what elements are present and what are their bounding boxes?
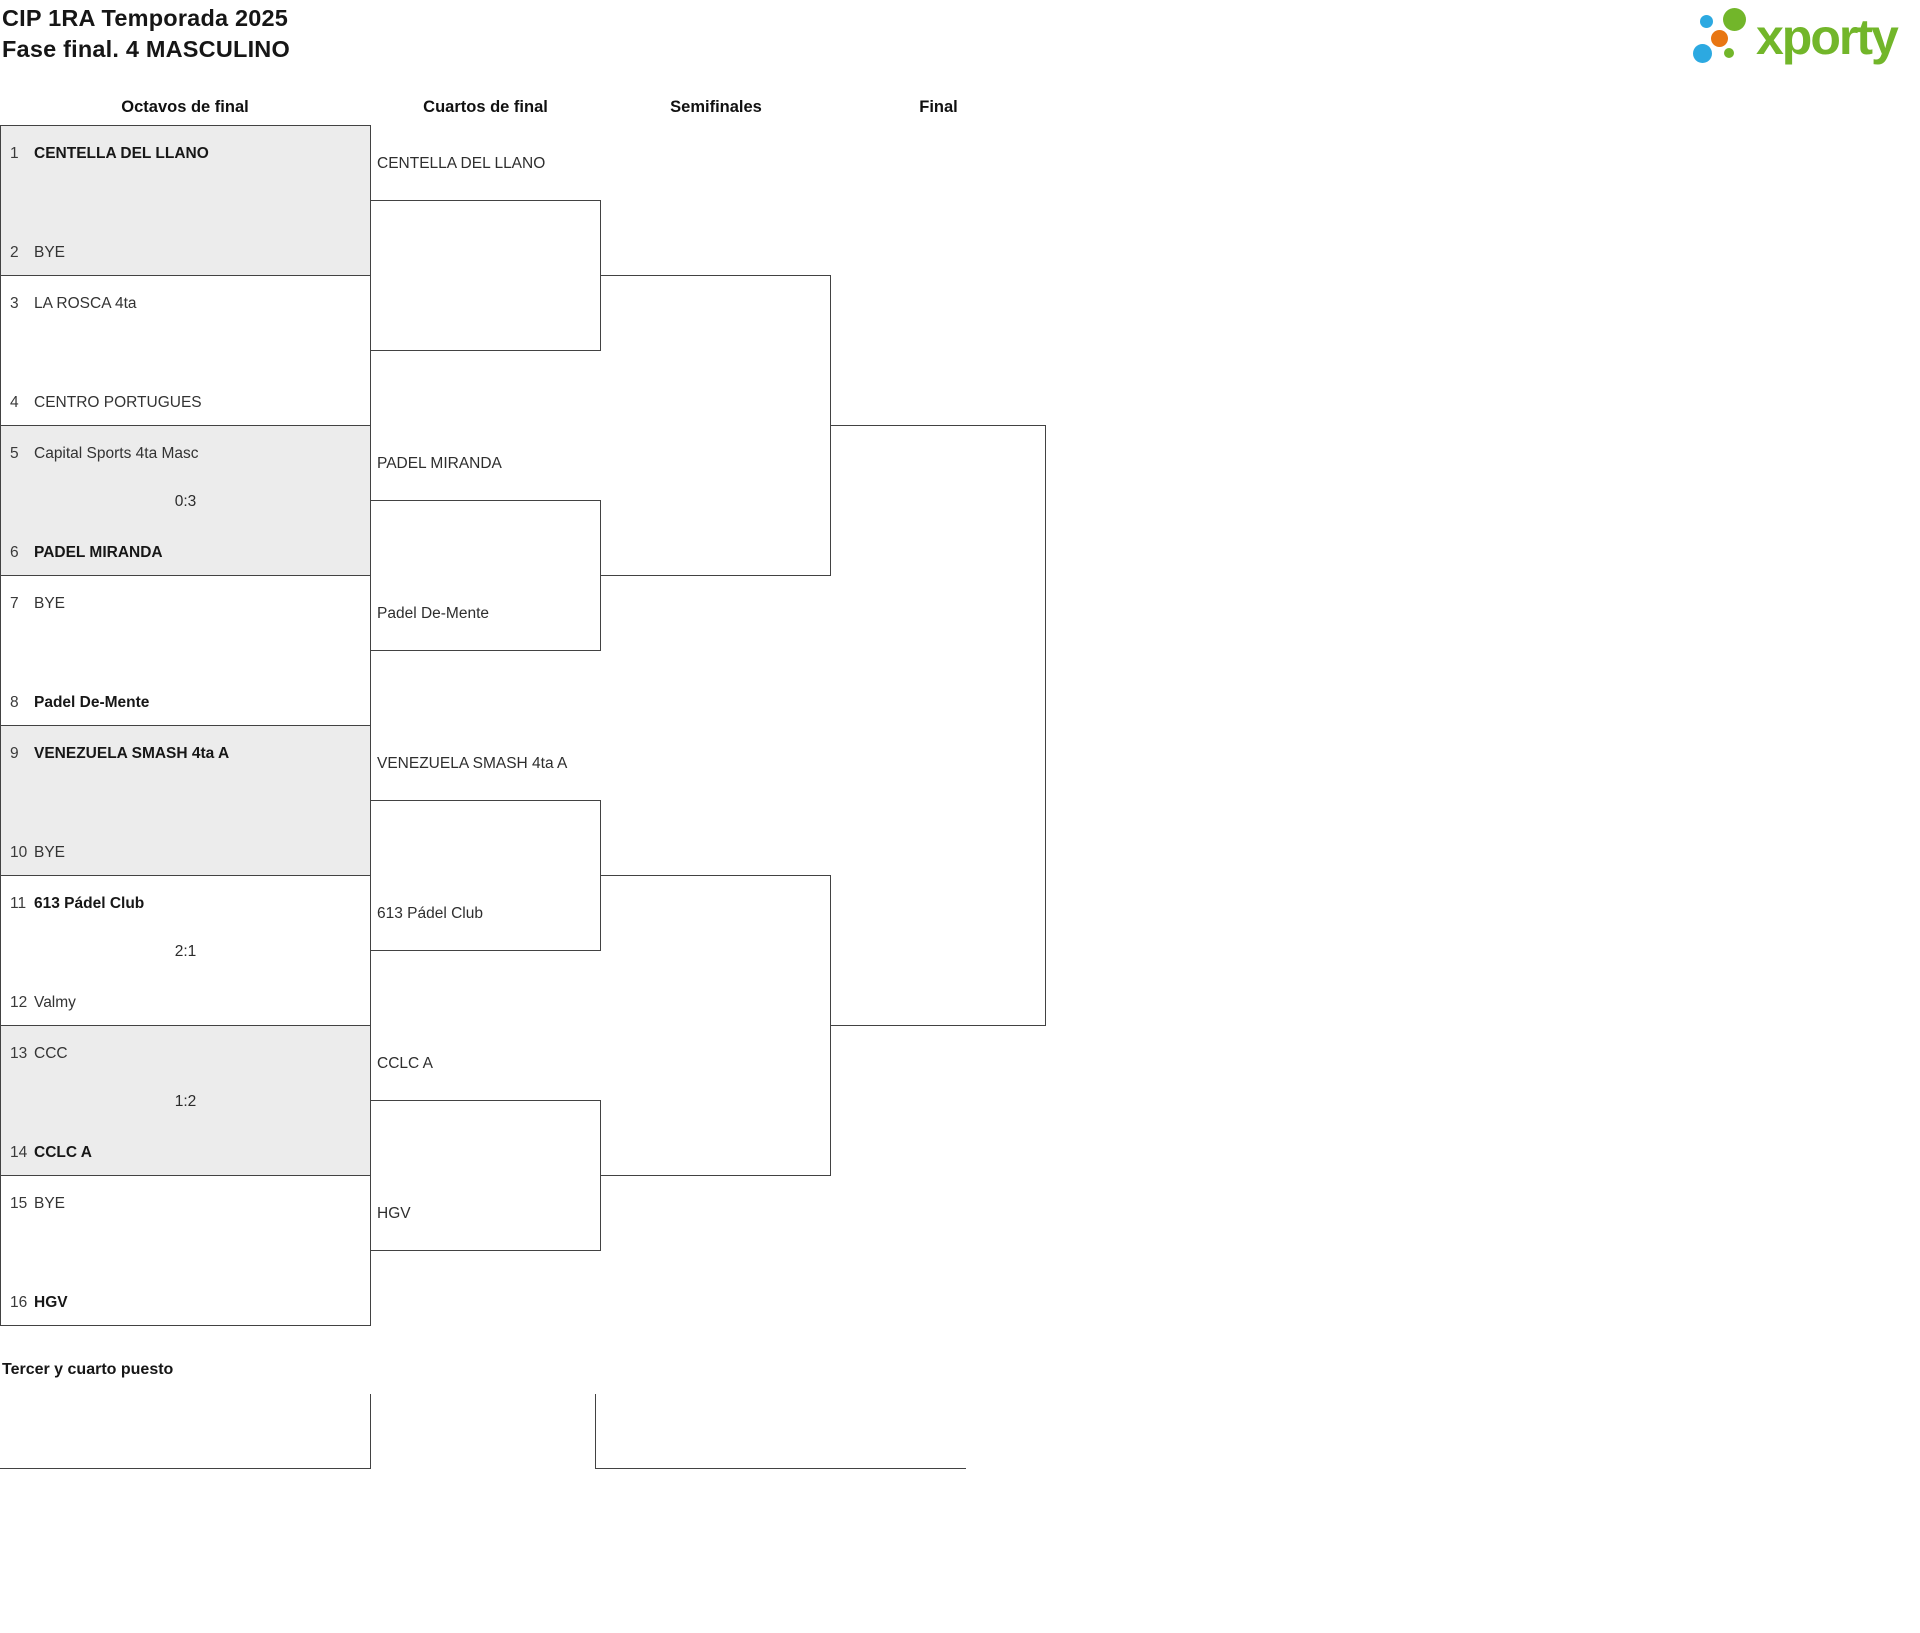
logo-dot-icon (1724, 48, 1734, 58)
logo-dot-icon (1711, 30, 1728, 47)
team-name: CENTELLA DEL LLANO (34, 145, 209, 162)
match-team-row: 7 BYE (10, 594, 362, 613)
match-team-row: 9 VENEZUELA SMASH 4ta A (10, 744, 362, 763)
quarterfinal-slot-label: CCLC A (377, 1055, 433, 1072)
seed-number: 15 (10, 1195, 28, 1212)
match-box-7[interactable]: 13 CCC 1:2 14 CCLC A (0, 1025, 371, 1176)
match-team-row: 1 CENTELLA DEL LLANO (10, 144, 362, 163)
match-team-row: 10 BYE (10, 843, 362, 862)
team-name: LA ROSCA 4ta (34, 295, 137, 312)
quarterfinal-slot-label: Padel De-Mente (377, 605, 490, 622)
team-name: BYE (34, 244, 66, 261)
team-name: 613 Pádel Club (34, 895, 145, 912)
third-place-slot-left[interactable] (0, 1394, 371, 1469)
phase-subtitle: Fase final. 4 MASCULINO (2, 36, 290, 62)
match-team-row: 4 CENTRO PORTUGUES (10, 393, 362, 412)
round-header-semifinales: Semifinales (670, 98, 762, 116)
match-box-2[interactable]: 3 LA ROSCA 4ta 4 CENTRO PORTUGUES (0, 275, 371, 426)
match-box-4[interactable]: 7 BYE 8 Padel De-Mente (0, 575, 371, 726)
quarterfinal-slot-label: 613 Pádel Club (377, 905, 483, 922)
seed-number: 7 (10, 595, 19, 612)
match-team-row: 5 Capital Sports 4ta Masc (10, 444, 362, 463)
team-name: BYE (34, 844, 66, 861)
team-name: Padel De-Mente (34, 694, 150, 711)
team-name: VENEZUELA SMASH 4ta A (34, 745, 230, 762)
match-team-row: 3 LA ROSCA 4ta (10, 294, 362, 313)
round-header-cuartos: Cuartos de final (423, 98, 548, 116)
seed-number: 3 (10, 295, 19, 312)
quarterfinal-box-4[interactable] (370, 1100, 601, 1251)
quarterfinal-slot-label (377, 304, 595, 324)
match-team-row: 13 CCC (10, 1044, 362, 1063)
match-box-6[interactable]: 11 613 Pádel Club 2:1 12 Valmy (0, 875, 371, 1026)
match-score: 1:2 (174, 1093, 197, 1110)
quarterfinal-box-2[interactable] (370, 500, 601, 651)
semifinal-connector-bottom (600, 875, 831, 1176)
quarterfinal-slot-label: VENEZUELA SMASH 4ta A (377, 755, 568, 772)
round-header-octavos: Octavos de final (121, 98, 249, 116)
match-box-1[interactable]: 1 CENTELLA DEL LLANO 2 BYE (0, 125, 371, 276)
quarterfinal-slot-label: CENTELLA DEL LLANO (377, 155, 546, 172)
seed-number: 2 (10, 244, 19, 261)
quarterfinal-box-3[interactable] (370, 800, 601, 951)
match-box-8[interactable]: 15 BYE 16 HGV (0, 1175, 371, 1326)
match-box-3[interactable]: 5 Capital Sports 4ta Masc 0:3 6 PADEL MI… (0, 425, 371, 576)
match-team-row: 14 CCLC A (10, 1143, 362, 1162)
semifinal-connector-top (600, 275, 831, 576)
seed-number: 10 (10, 844, 28, 861)
logo-dot-icon (1693, 44, 1712, 63)
match-team-row: 16 HGV (10, 1293, 362, 1312)
logo-wordmark: xporty (1756, 9, 1899, 65)
team-name: Valmy (34, 994, 76, 1011)
round-header-final: Final (919, 98, 958, 116)
logo-dot-icon (1700, 15, 1713, 28)
team-name: CCC (34, 1045, 68, 1062)
third-place-slot-right[interactable] (595, 1394, 966, 1469)
match-team-row: 2 BYE (10, 243, 362, 262)
team-name: PADEL MIRANDA (34, 544, 163, 561)
final-connector (830, 425, 1046, 1026)
team-name: BYE (34, 595, 66, 612)
team-name: BYE (34, 1195, 66, 1212)
match-team-row: 8 Padel De-Mente (10, 693, 362, 712)
quarterfinal-box-1[interactable] (370, 200, 601, 351)
match-team-row: 11 613 Pádel Club (10, 894, 362, 913)
match-box-5[interactable]: 9 VENEZUELA SMASH 4ta A 10 BYE (0, 725, 371, 876)
seed-number: 8 (10, 694, 19, 711)
seed-number: 14 (10, 1144, 28, 1161)
seed-number: 5 (10, 445, 19, 462)
xporty-logo[interactable]: xporty (1690, 5, 1918, 69)
match-score: 2:1 (174, 943, 197, 960)
quarterfinal-slot-label: HGV (377, 1205, 411, 1222)
seed-number: 4 (10, 394, 19, 411)
seed-number: 13 (10, 1045, 28, 1062)
seed-number: 6 (10, 544, 19, 561)
page-title: CIP 1RA Temporada 2025 Fase final. 4 MAS… (2, 3, 290, 65)
team-name: Capital Sports 4ta Masc (34, 445, 199, 462)
seed-number: 9 (10, 745, 19, 762)
seed-number: 12 (10, 994, 28, 1011)
team-name: CCLC A (34, 1144, 92, 1161)
seed-number: 11 (10, 895, 27, 912)
match-score: 0:3 (174, 493, 197, 510)
team-name: CENTRO PORTUGUES (34, 394, 202, 411)
tournament-name: CIP 1RA Temporada 2025 (2, 5, 289, 31)
seed-number: 16 (10, 1294, 28, 1311)
match-team-row: 15 BYE (10, 1194, 362, 1213)
team-name: HGV (34, 1294, 68, 1311)
match-team-row: 6 PADEL MIRANDA (10, 543, 362, 562)
seed-number: 1 (10, 145, 19, 162)
third-place-title: Tercer y cuarto puesto (2, 1361, 174, 1378)
quarterfinal-slot-label: PADEL MIRANDA (377, 455, 502, 472)
logo-dot-icon (1723, 8, 1746, 31)
match-team-row: 12 Valmy (10, 993, 362, 1012)
